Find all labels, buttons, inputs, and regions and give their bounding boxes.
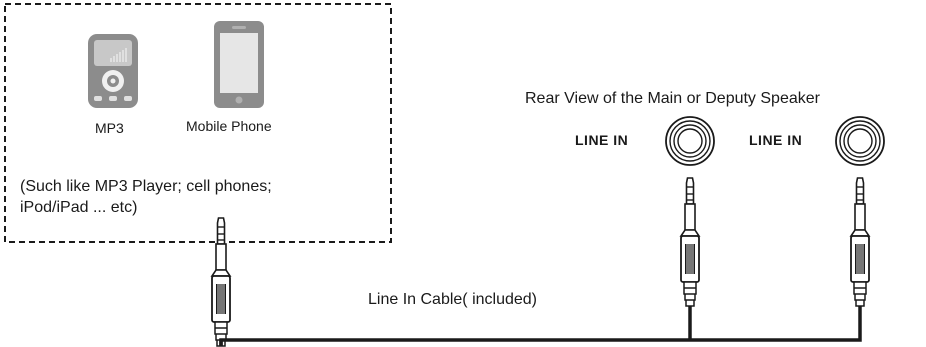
line-in-label-1: LINE IN <box>575 132 629 148</box>
speaker-rear-view-title: Rear View of the Main or Deputy Speaker <box>525 90 820 107</box>
speaker-plug-2 <box>850 177 870 307</box>
line-in-jack-2 <box>835 116 885 166</box>
mp3-player-icon <box>88 34 138 108</box>
cable-label: Line In Cable( included) <box>368 291 537 308</box>
device-examples-note-line1: (Such like MP3 Player; cell phones; <box>20 178 272 195</box>
mobile-phone-label: Mobile Phone <box>186 118 272 134</box>
line-in-label-2: LINE IN <box>749 132 803 148</box>
mp3-label: MP3 <box>95 120 124 136</box>
source-device-box <box>4 3 392 243</box>
line-in-jack-1 <box>665 116 715 166</box>
source-plug <box>211 217 231 347</box>
device-examples-note-line2: iPod/iPad ... etc) <box>20 199 138 216</box>
line-in-cable <box>219 306 862 346</box>
mobile-phone-icon <box>214 21 264 108</box>
speaker-plug-1 <box>680 177 700 307</box>
